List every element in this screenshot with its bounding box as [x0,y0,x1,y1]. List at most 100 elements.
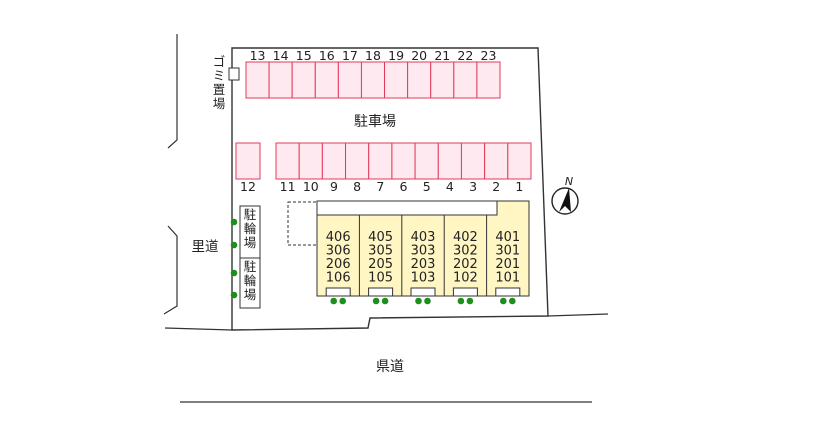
tree-icon [230,241,238,249]
unit-number-405: 405 [368,230,393,245]
parking-space-5 [414,142,439,180]
unit-number-202: 202 [453,257,478,272]
entry-step [410,287,436,297]
parking-number-15: 15 [296,48,312,63]
parking-number-18: 18 [365,48,381,63]
unit-number-105: 105 [368,271,393,286]
tree-icon [330,297,338,305]
tree-icon [415,297,422,305]
side-road-edge-lower [163,225,178,315]
parking-space-18 [360,61,386,99]
parking-space-2 [484,142,509,180]
parking-space-17 [337,61,362,99]
entry-steps [325,287,521,297]
parking-number-9: 9 [330,179,338,194]
parking-number-5: 5 [423,179,431,194]
building-corridor [316,200,498,216]
tree-icon [509,297,516,305]
parking-number-8: 8 [353,179,361,194]
unit-number-401: 401 [495,230,520,245]
parking-space-7 [368,142,393,180]
parking-number-7: 7 [376,179,384,194]
parking-space-19 [384,61,409,99]
north-arrow-icon: N [551,175,579,215]
tree-icon [424,297,431,305]
parking-space-4 [437,142,462,180]
parking-space-20 [407,61,432,99]
parking-space-10 [298,142,323,180]
bike-parking-2 [239,257,261,309]
tree-icon [230,291,238,299]
unit-dividers [358,215,488,296]
unit-number-403: 403 [411,230,436,245]
parking-space-1 [507,142,532,180]
road-edge-right [547,313,609,317]
tree-icon [500,297,507,305]
unit-number-203: 203 [411,257,436,272]
parking-number-4: 4 [446,179,454,194]
parking-space-8 [345,142,370,180]
parking-number-11: 11 [280,179,296,194]
unit-number-303: 303 [411,244,436,259]
parking-number-2: 2 [492,179,500,194]
parking-space-12 [235,142,261,180]
trees [230,218,516,305]
building [316,200,530,297]
road-edge-left [164,327,233,331]
parking-number-20: 20 [411,48,427,63]
unit-number-106: 106 [326,271,351,286]
parking-number-16: 16 [319,48,335,63]
parking-number-17: 17 [342,48,358,63]
bike-parking-label-2: 駐輪場 [244,259,257,302]
parking-space-15 [291,61,316,99]
unit-number-305: 305 [368,244,393,259]
parking-space-11 [275,142,300,180]
parking-space-22 [453,61,478,99]
unit-number-205: 205 [368,257,393,272]
parking-number-19: 19 [388,48,404,63]
unit-number-306: 306 [326,244,351,259]
parking-space-13 [245,61,270,99]
unit-number-406: 406 [326,230,351,245]
unit-number-402: 402 [453,230,478,245]
parking-space-23 [476,61,501,99]
unit-number-206: 206 [326,257,351,272]
parking-space-6 [391,142,416,180]
side-road-label: 里道 [192,239,219,255]
tree-icon [372,297,380,305]
unit-number-302: 302 [453,244,478,259]
entry-step [325,287,351,297]
parking-space-3 [460,142,486,180]
tree-icon [457,297,465,305]
unit-number-301: 301 [495,244,520,259]
main-road-label: 県道 [376,359,404,375]
entry-step [368,287,394,297]
parking-space-14 [268,61,293,99]
tree-icon [381,297,389,305]
unit-labels: 4063062061064053052051054033032031034023… [326,230,520,286]
parking-number-22: 22 [457,48,473,63]
parking-space-21 [430,61,455,99]
tree-icon [466,297,474,305]
parking-number-13: 13 [250,48,266,63]
parking-lot-label: 駐車場 [354,113,396,130]
garbage-area-label: ゴミ置場 [213,54,226,111]
unit-number-103: 103 [411,271,436,286]
garbage-area-icon [228,67,240,81]
parking-number-3: 3 [469,179,477,194]
tree-icon [339,297,347,305]
tree-icon [230,218,238,226]
parking-space-16 [314,61,339,99]
parking-number-14: 14 [273,48,289,63]
side-road-edge-upper [167,34,178,149]
north-label: N [565,175,573,188]
parking-number-6: 6 [400,179,408,194]
entry-step [495,287,521,297]
unit-number-101: 101 [495,271,520,286]
tree-icon [230,269,238,277]
unit-number-102: 102 [453,271,478,286]
entry-step [452,287,478,297]
